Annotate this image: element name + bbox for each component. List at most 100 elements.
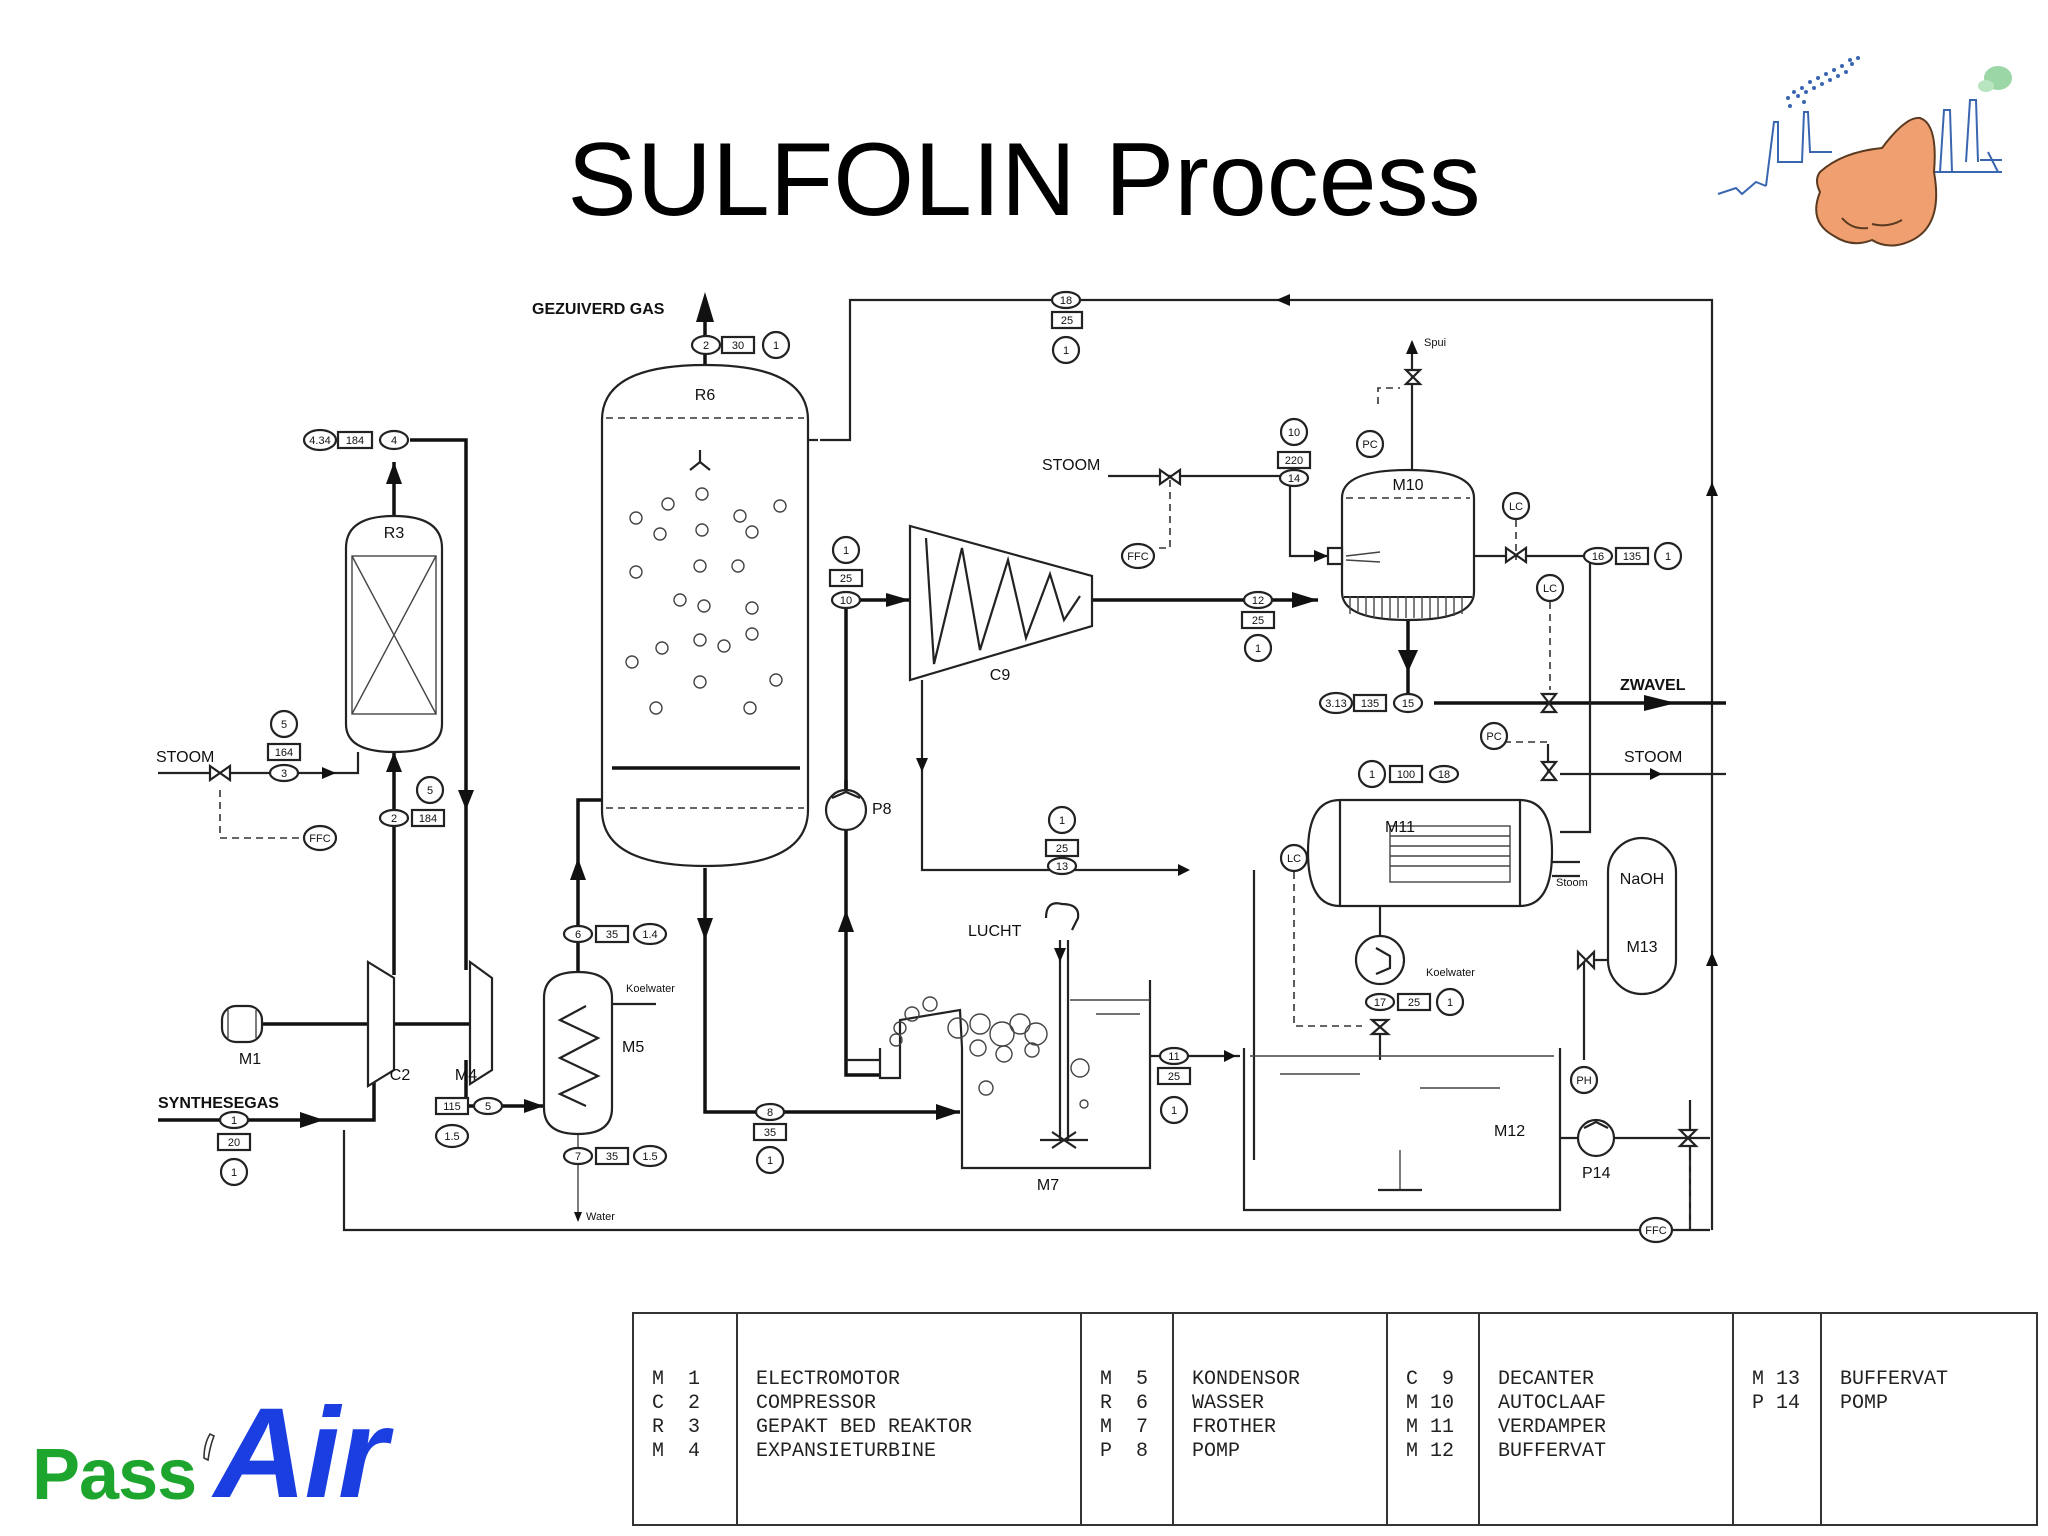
stream-tag-synthese: 1 20 1 xyxy=(216,1110,252,1187)
equipment-m13: NaOH M13 xyxy=(1606,836,1678,996)
legend-code: M 11 xyxy=(1406,1416,1455,1439)
ph: PH xyxy=(1576,1075,1591,1087)
svg-text:30: 30 xyxy=(732,340,744,352)
flow-labels: GEZUIVERD GAS STOOM STOOM STOOM ZWAVEL S… xyxy=(156,301,1686,1112)
passair-logo: Pass Air xyxy=(32,1380,432,1525)
legend-name: ELECTROMOTOR xyxy=(756,1368,901,1391)
svg-text:5: 5 xyxy=(427,785,433,797)
legend-code: M 1 xyxy=(652,1368,701,1391)
m12-label: M12 xyxy=(1494,1123,1525,1140)
legend-name: KONDENSOR xyxy=(1192,1368,1301,1391)
svg-text:1: 1 xyxy=(231,1115,237,1127)
legend-code: M 5 xyxy=(1100,1368,1149,1391)
apostrophe-mark-icon xyxy=(203,1432,216,1462)
legend-code: M 12 xyxy=(1406,1440,1455,1463)
lucht-label: LUCHT xyxy=(968,923,1022,940)
svg-text:25: 25 xyxy=(840,573,852,585)
passair-pass-text: Pass xyxy=(32,1435,197,1515)
legend-name: GEPAKT BED REAKTOR xyxy=(756,1416,973,1439)
svg-text:2: 2 xyxy=(703,340,709,352)
stream-tag-m5-top: 6 35 1.4 xyxy=(562,922,668,946)
stream-tag-top-return: 18 25 1 xyxy=(1050,290,1084,365)
p8-label: P8 xyxy=(872,801,892,818)
m11-label: M11 xyxy=(1385,819,1415,836)
nose-factory-logo xyxy=(1717,56,2012,247)
svg-text:3: 3 xyxy=(281,768,287,780)
svg-text:135: 135 xyxy=(1623,551,1641,563)
svg-text:8: 8 xyxy=(767,1107,773,1119)
svg-text:13: 13 xyxy=(1056,861,1068,873)
equipment-p14: P14 xyxy=(1576,1118,1616,1182)
control-lines xyxy=(219,387,1691,1230)
svg-text:10: 10 xyxy=(1288,427,1300,439)
equipment-c2: C2 xyxy=(366,960,410,1088)
water-label: Water xyxy=(586,1211,615,1223)
svg-text:220: 220 xyxy=(1285,455,1303,467)
equipment-pump-small: Koelwater xyxy=(1354,934,1475,986)
svg-text:35: 35 xyxy=(606,1151,618,1163)
passair-air-text: Air xyxy=(214,1382,388,1525)
svg-text:184: 184 xyxy=(419,813,437,825)
svg-text:25: 25 xyxy=(1061,315,1073,327)
svg-text:10: 10 xyxy=(840,595,852,607)
legend-code: C 9 xyxy=(1406,1368,1455,1391)
svg-text:17: 17 xyxy=(1374,997,1386,1009)
equipment-m12: M12 xyxy=(1242,1048,1562,1212)
svg-text:35: 35 xyxy=(606,929,618,941)
legend-code: R 3 xyxy=(652,1416,701,1439)
ffc-3: FFC xyxy=(1645,1225,1666,1237)
equipment-m10: M10 xyxy=(1326,468,1476,622)
svg-text:35: 35 xyxy=(764,1127,776,1139)
instruments: FFC FFC FFC PC PC LC LC LC PH xyxy=(302,429,1674,1244)
equipment-m7: M7 LUCHT xyxy=(878,902,1152,1194)
svg-text:1: 1 xyxy=(1369,769,1375,781)
svg-text:5: 5 xyxy=(485,1101,491,1113)
naoh-label: NaOH xyxy=(1620,871,1664,888)
r6-label: R6 xyxy=(695,387,716,404)
svg-text:14: 14 xyxy=(1288,473,1300,485)
svg-text:1.5: 1.5 xyxy=(642,1151,657,1163)
lc-1: LC xyxy=(1509,501,1523,513)
svg-text:15: 15 xyxy=(1402,698,1414,710)
svg-text:100: 100 xyxy=(1397,769,1415,781)
equipment-m1: M1 xyxy=(220,1004,264,1068)
svg-text:1: 1 xyxy=(1447,997,1453,1009)
legend-names-4: BUFFERVAT POMP xyxy=(1822,1314,2036,1524)
svg-text:115: 115 xyxy=(443,1101,461,1113)
pc-1: PC xyxy=(1362,439,1377,451)
stream-tags: 2 30 1 4.34 184 4 5 164 3 5 184 2 18 xyxy=(216,290,1683,1187)
stoom-m11-label: Stoom xyxy=(1556,877,1588,889)
svg-text:25: 25 xyxy=(1056,843,1068,855)
stream-tag-m10-out: 16 135 1 xyxy=(1582,541,1683,571)
svg-text:7: 7 xyxy=(575,1151,581,1163)
equipment-p8: P8 xyxy=(824,788,892,832)
stream-tag-gas-out: 2 30 1 xyxy=(690,330,791,360)
legend-names-2: KONDENSOR WASSER FROTHER POMP xyxy=(1174,1314,1388,1524)
stream-tag-r3-in: 5 184 2 xyxy=(378,775,446,828)
gezuiverd-gas-label: GEZUIVERD GAS xyxy=(532,301,665,318)
legend-name: EXPANSIETURBINE xyxy=(756,1440,937,1463)
legend-code: P 14 xyxy=(1752,1392,1801,1415)
koelwater-m5-label: Koelwater xyxy=(626,983,675,995)
svg-text:135: 135 xyxy=(1361,698,1379,710)
svg-text:1: 1 xyxy=(767,1155,773,1167)
legend-name: WASSER xyxy=(1192,1392,1265,1415)
legend-codes-4: M 13 P 14 xyxy=(1734,1314,1822,1524)
legend-code: M 4 xyxy=(652,1440,701,1463)
svg-text:184: 184 xyxy=(346,435,364,447)
stream-tag-m11-top: 1 100 18 xyxy=(1357,759,1460,789)
legend-name: AUTOCLAAF xyxy=(1498,1392,1607,1415)
svg-text:25: 25 xyxy=(1168,1071,1180,1083)
stream-tag-zwavel: 3.13 135 15 xyxy=(1318,691,1424,715)
svg-text:164: 164 xyxy=(275,747,293,759)
legend-name: FROTHER xyxy=(1192,1416,1277,1439)
legend-name: POMP xyxy=(1840,1392,1889,1415)
equipment-legend: M 1 C 2 R 3 M 4 ELECTROMOTOR COMPRESSOR … xyxy=(632,1312,2038,1526)
lc-2: LC xyxy=(1543,583,1557,595)
svg-text:4: 4 xyxy=(391,435,397,447)
legend-code: M 7 xyxy=(1100,1416,1149,1439)
svg-text:1: 1 xyxy=(1171,1105,1177,1117)
spui-label: Spui xyxy=(1424,337,1446,349)
svg-text:1.4: 1.4 xyxy=(642,929,657,941)
